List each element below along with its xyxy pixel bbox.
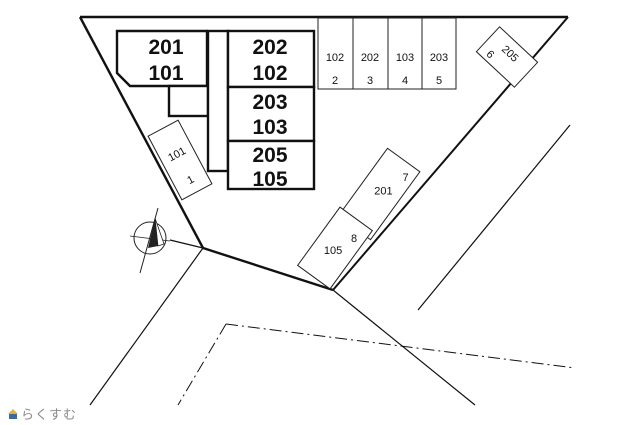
building-block-c: 203 103: [226, 85, 316, 143]
parking-right-8: 105 8: [296, 206, 374, 290]
parking-number: 2: [332, 75, 338, 87]
building-block-a: 201 101: [115, 29, 209, 88]
logo: らくすむ: [8, 404, 78, 423]
parking-right-7: 201 7: [337, 147, 421, 241]
room-label: 202: [252, 36, 287, 59]
parking-row-top: 102 2 202 3 103 4 203 5: [317, 17, 457, 90]
parking-number: 8: [351, 233, 357, 245]
parking-left: 101 1: [147, 119, 213, 201]
parking-room: 202: [361, 52, 379, 64]
parking-room: 203: [430, 52, 448, 64]
building-block-b: 202 102: [226, 29, 316, 89]
parking-space: [421, 17, 457, 90]
road-lines: [89, 124, 576, 406]
room-label: 201: [148, 36, 183, 59]
parking-number: 1: [185, 174, 196, 187]
parking-room: 105: [324, 245, 342, 257]
parking-space: [317, 17, 354, 90]
parking-number: 3: [367, 75, 373, 87]
parking-number: 5: [436, 75, 442, 87]
parking-space: [352, 17, 389, 90]
parking-number: 7: [403, 172, 409, 184]
logo-text: らくすむ: [21, 407, 78, 423]
room-label: 103: [252, 116, 287, 139]
building-annex: [167, 84, 210, 118]
room-label: 101: [148, 62, 183, 85]
room-label: 203: [252, 91, 287, 114]
building-block-d: 205 105: [226, 139, 316, 191]
room-label: 205: [252, 144, 287, 167]
room-label: 105: [252, 168, 287, 191]
logo-house-icon: [8, 408, 18, 419]
building-corridor: [206, 29, 230, 173]
north-arrow-icon: [129, 207, 171, 274]
parking-room: 102: [326, 52, 344, 64]
parking-right-6: 205 6: [475, 26, 539, 88]
parking-room: 201: [374, 186, 392, 198]
room-label: 102: [252, 62, 287, 85]
parking-number: 4: [402, 75, 408, 87]
parking-room: 103: [396, 52, 414, 64]
